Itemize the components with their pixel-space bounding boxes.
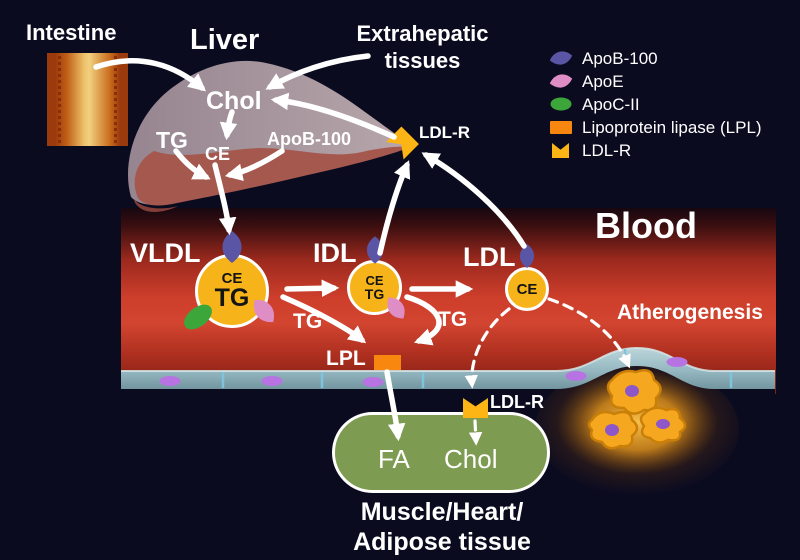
legend-row-apob: ApoB-100: [548, 48, 762, 68]
endothelium-highlight: [121, 346, 775, 372]
arrow-vldl-to-idl: [284, 279, 340, 298]
liver-lower-band: [134, 146, 411, 206]
atherogenesis-label: Atherogenesis: [617, 301, 763, 324]
ldl-particle: CE: [505, 267, 549, 311]
apolipoproteins: [184, 231, 535, 330]
apoc2-ellipse-icon: [548, 95, 576, 113]
lpl-rect-icon: [548, 118, 576, 136]
idl-label: IDL: [313, 238, 357, 268]
tg-left-label: TG: [293, 310, 323, 333]
muscle-ldlr-label: LDL-R: [490, 392, 544, 412]
legend-row-apoc2: ApoC-II: [548, 94, 762, 114]
lpl-label: LPL: [326, 347, 366, 370]
arrow-idl-to-lpl: [404, 294, 442, 346]
muscle-title: Muscle/Heart/ Adipose tissue: [353, 498, 531, 556]
dashed-arrow-ldl-to-foam-cells: [547, 297, 631, 369]
liver-tg-label: TG: [156, 127, 188, 153]
arrow-idl-to-liver-ldlr: [377, 160, 411, 256]
muscle-cell: [332, 412, 550, 493]
vldl-apoc2-icon: [184, 304, 212, 330]
lpl-enzyme-icon: [374, 355, 401, 370]
legend-row-lpl: Lipoprotein lipase (LPL): [548, 117, 762, 137]
blood-label: Blood: [595, 205, 697, 246]
liver-ce-label: CE: [205, 144, 231, 164]
ldl-receptor-muscle-icon: [463, 398, 488, 418]
arrow-extrahepatic-to-chol: [265, 53, 371, 90]
ldl-label: LDL: [463, 242, 516, 272]
liver-left-lobe-tip: [134, 199, 178, 212]
pathway-arrows: [93, 53, 527, 442]
liver-apob-label: ApoB-100: [267, 129, 352, 149]
arrow-tg-to-vldl-assembly: [173, 148, 211, 180]
liver-ldlr-label: LDL-R: [419, 123, 470, 142]
arrow-lpl-to-fa: [384, 369, 406, 442]
arrow-vldl-to-lpl: [280, 294, 367, 344]
arrow-intestine-to-chol: [93, 58, 207, 92]
endothelium: [121, 348, 775, 389]
muscle-chol-label: Chol: [444, 444, 498, 474]
ldl-receptor-icon: [548, 141, 576, 159]
dashed-arrows: [464, 297, 631, 446]
tg-right-label: TG: [438, 308, 468, 331]
dashed-arrow-ldlr-to-chol: [468, 419, 483, 446]
liver-label: Liver: [190, 24, 260, 56]
arrow-apob-to-vldl-assembly: [224, 148, 285, 182]
arrow-ldlr-to-chol: [270, 92, 397, 140]
endothelium-nuclei: [159, 357, 688, 387]
extrahepatic-label: Extrahepatic tissues: [356, 21, 489, 73]
liver-chol-label: Chol: [206, 87, 262, 115]
vldl-label: VLDL: [130, 238, 201, 268]
arrow-ldl-to-liver-ldlr: [421, 152, 527, 249]
muscle-fa-label: FA: [378, 444, 410, 474]
dashed-arrow-ldl-to-muscle-ldlr: [464, 307, 511, 389]
legend: ApoB-100 ApoE ApoC-II Lipoprotein lipase…: [548, 48, 762, 160]
arrow-chol-to-ce: [219, 109, 238, 141]
legend-row-apoe: ApoE: [548, 71, 762, 91]
legend-row-ldlr: LDL-R: [548, 140, 762, 160]
intestine-graphic: [47, 53, 128, 146]
vldl-apoe-icon: [248, 294, 280, 328]
vldl-apob-icon: [222, 231, 242, 263]
foam-cell-nuclei: [605, 385, 670, 436]
arrow-liver-to-vldl: [212, 162, 237, 236]
intestine-label: Intestine: [26, 20, 117, 45]
